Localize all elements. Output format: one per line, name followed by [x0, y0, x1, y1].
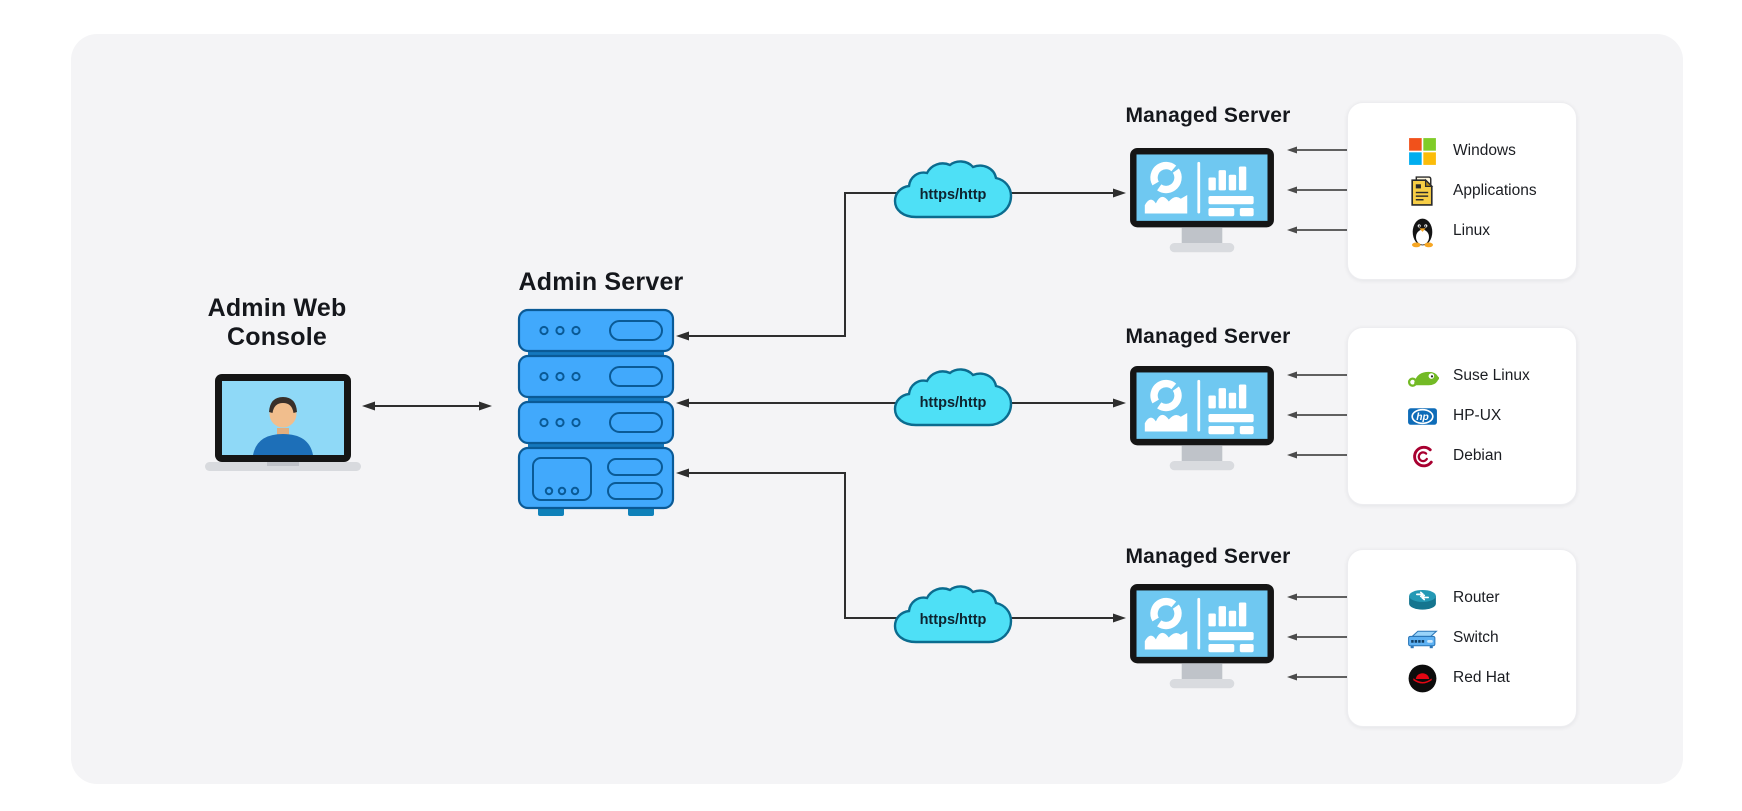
os-item-linux: Linux — [1406, 213, 1490, 249]
os-item-label: Debian — [1453, 447, 1503, 464]
dashboard-graphics — [1144, 379, 1254, 435]
admin-server-icon — [517, 308, 675, 516]
managed-server-monitor-3 — [1130, 584, 1274, 689]
os-panel-2: Suse Linux hp HP-UX Debian — [1347, 327, 1577, 505]
linux-icon — [1411, 218, 1434, 247]
applications-icon — [1411, 175, 1434, 206]
os-item-label: Suse Linux — [1453, 367, 1530, 384]
os-item-red-hat: Red Hat — [1406, 660, 1510, 696]
os-item-label: Windows — [1453, 142, 1516, 159]
os-item-label: Router — [1453, 589, 1500, 606]
cloud-label: https/http — [919, 395, 987, 411]
os-item-switch: Switch — [1406, 620, 1499, 656]
os-item-label: Switch — [1453, 629, 1499, 646]
hp-icon: hp — [1408, 407, 1437, 425]
os-item-windows: Windows — [1406, 133, 1516, 169]
dashboard-graphics — [1144, 161, 1254, 217]
cloud-https-1: https/http — [891, 157, 1015, 229]
managed-server-monitor-2 — [1130, 366, 1274, 471]
admin-console-laptop-icon — [205, 374, 361, 471]
cloud-icon — [893, 585, 1013, 644]
os-panel-3: Router Switch Red Hat — [1347, 549, 1577, 727]
suse-linux-icon — [1407, 371, 1439, 387]
os-item-label: Red Hat — [1453, 669, 1510, 686]
os-item-applications: Applications — [1406, 173, 1537, 209]
cloud-https-2: https/http — [891, 365, 1015, 437]
managed-server-label-1: Managed Server — [1125, 104, 1291, 127]
user-avatar — [253, 397, 313, 455]
os-panel-1: Windows Applications — [1347, 102, 1577, 280]
cloud-icon — [893, 368, 1013, 427]
svg-text:hp: hp — [1416, 412, 1429, 423]
managed-server-label-3: Managed Server — [1125, 545, 1291, 568]
managed-server-monitor-1 — [1130, 148, 1274, 253]
red-hat-icon — [1408, 664, 1437, 692]
windows-icon — [1409, 137, 1436, 165]
admin-console-label: Admin Web Console — [147, 294, 407, 352]
os-item-suse-linux: Suse Linux — [1406, 358, 1530, 394]
os-item-label: Applications — [1453, 182, 1537, 199]
os-item-label: HP-UX — [1453, 407, 1502, 424]
debian-icon — [1413, 445, 1433, 467]
os-item-hp-ux: hp HP-UX — [1406, 398, 1501, 434]
cloud-label: https/http — [919, 187, 987, 203]
admin-console-label-line2: Console — [226, 323, 328, 351]
admin-server-label: Admin Server — [518, 268, 684, 296]
os-item-debian: Debian — [1406, 438, 1502, 474]
admin-console-label-line1: Admin Web — [207, 294, 347, 322]
cloud-https-3: https/http — [891, 582, 1015, 654]
os-item-router: Router — [1406, 580, 1500, 616]
cloud-label: https/http — [919, 612, 987, 628]
switch-icon — [1408, 630, 1438, 648]
managed-server-label-2: Managed Server — [1125, 325, 1291, 348]
os-item-label: Linux — [1453, 222, 1491, 239]
cloud-icon — [893, 160, 1013, 219]
dashboard-graphics — [1144, 597, 1254, 653]
router-icon — [1409, 589, 1436, 610]
